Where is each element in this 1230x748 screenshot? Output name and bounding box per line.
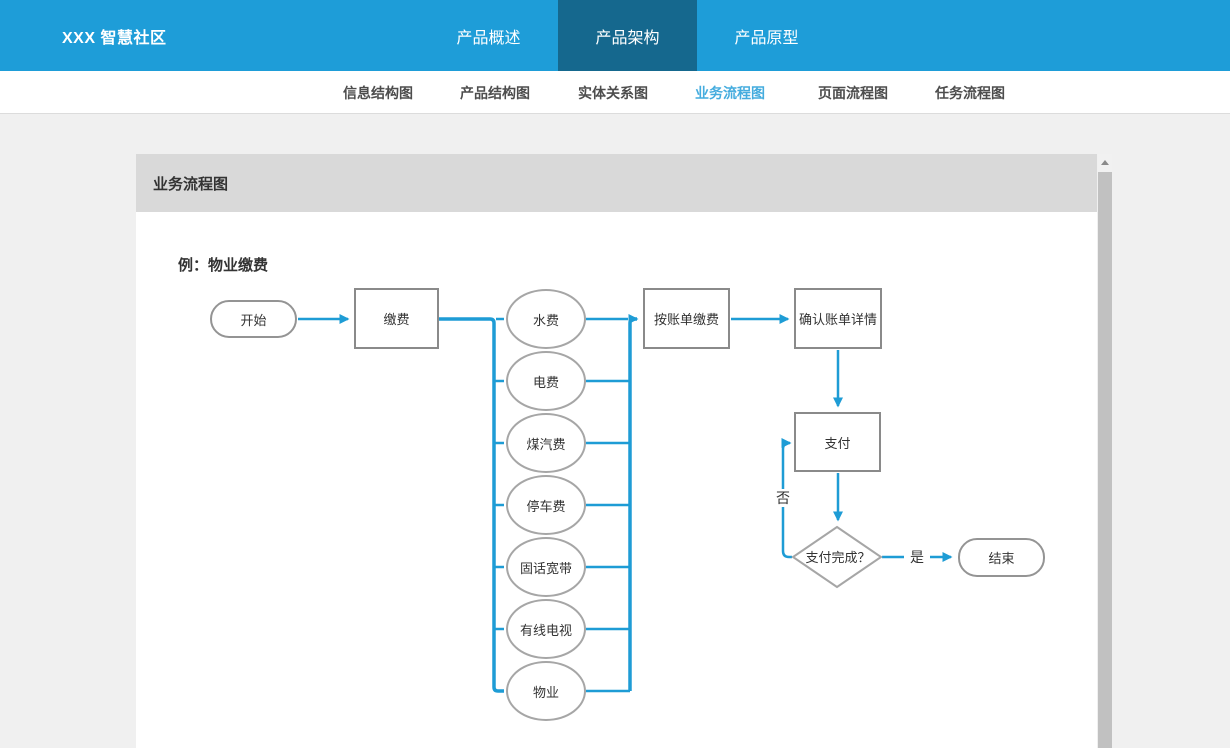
panel-title: 业务流程图	[153, 175, 229, 193]
node-pay: 缴费	[354, 288, 439, 349]
app-header: XXX 智慧社区 产品概述 产品架构 产品原型	[0, 0, 1230, 71]
tab-product-architecture[interactable]: 产品架构	[558, 0, 697, 71]
node-start: 开始	[210, 300, 297, 338]
subnav-business-flow[interactable]: 业务流程图	[695, 84, 765, 101]
node-fee-electric: 电费	[506, 351, 586, 411]
scrollbar-thumb[interactable]	[1098, 172, 1112, 748]
panel-header: 业务流程图	[136, 154, 1097, 212]
scroll-up-button[interactable]	[1098, 154, 1112, 171]
node-decision-label: 支付完成？	[805, 550, 871, 565]
node-end: 结束	[958, 538, 1045, 577]
subnav-task-flow[interactable]: 任务流程图	[935, 84, 1005, 101]
node-fee-water: 水费	[506, 289, 586, 349]
node-fee-cable-tv: 有线电视	[506, 599, 586, 659]
edge-label-no: 否	[772, 489, 794, 507]
node-bill-pay: 按账单缴费	[643, 288, 730, 349]
node-confirm-bill: 确认账单详情	[794, 288, 882, 349]
tab-product-prototype[interactable]: 产品原型	[734, 29, 799, 47]
edge-label-yes: 是	[904, 548, 930, 566]
node-fee-phone-broadband: 固话宽带	[506, 537, 586, 597]
subnav-entity-relation[interactable]: 实体关系图	[578, 84, 648, 101]
brand-title: XXX 智慧社区	[62, 29, 167, 47]
subnav-page-flow[interactable]: 页面流程图	[818, 84, 888, 101]
scrollbar[interactable]	[1098, 154, 1112, 748]
subnav-info-structure[interactable]: 信息结构图	[343, 84, 413, 101]
node-fee-gas: 煤汽费	[506, 413, 586, 473]
node-fee-parking: 停车费	[506, 475, 586, 535]
node-fee-property: 物业	[506, 661, 586, 721]
tab-product-overview[interactable]: 产品概述	[456, 29, 521, 47]
subnav-product-structure[interactable]: 产品结构图	[460, 84, 530, 101]
diagram-caption: 例：物业缴费	[178, 257, 269, 274]
content-panel: 业务流程图	[136, 154, 1097, 748]
primary-nav: 产品概述 产品架构 产品原型	[419, 0, 836, 71]
scroll-up-icon	[1101, 160, 1109, 165]
node-payment: 支付	[794, 412, 881, 472]
secondary-nav: 信息结构图 产品结构图 实体关系图 业务流程图 页面流程图 任务流程图	[0, 71, 1230, 114]
